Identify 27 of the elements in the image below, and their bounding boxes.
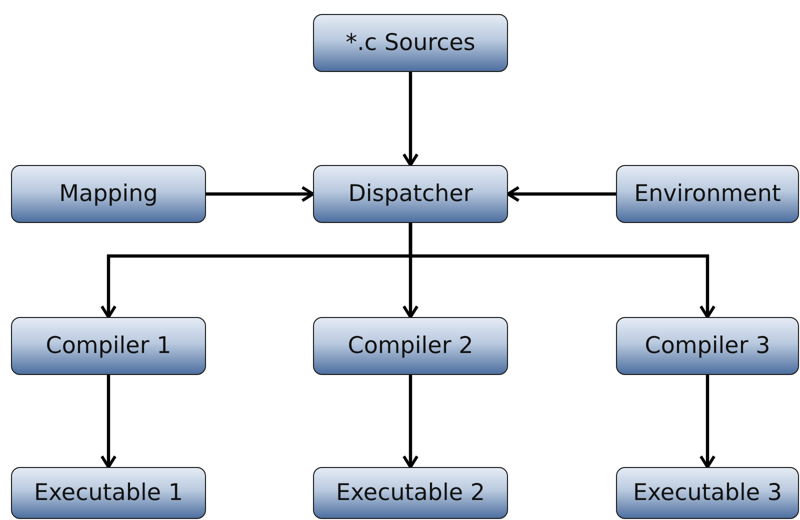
- process-box: [616, 467, 799, 519]
- arrow: [206, 186, 314, 202]
- process-box: [313, 317, 508, 375]
- arrow: [402, 72, 419, 166]
- arrow: [402, 375, 419, 468]
- process-box: [11, 317, 206, 375]
- node-label: Executable 1: [34, 480, 183, 506]
- node-label: Executable 2: [336, 480, 485, 506]
- node-label: Environment: [634, 181, 781, 207]
- node-label: Compiler 1: [46, 333, 172, 359]
- process-box: [313, 165, 508, 223]
- node-label: Compiler 3: [644, 333, 770, 359]
- process-box: [11, 165, 206, 223]
- node-label: *.c Sources: [346, 30, 476, 56]
- node-label: Executable 3: [632, 480, 782, 506]
- arrow: [699, 375, 716, 468]
- arrow: [100, 375, 117, 468]
- node-label: Dispatcher: [348, 181, 473, 207]
- node-label: Mapping: [59, 181, 158, 207]
- process-box: [313, 467, 508, 519]
- process-box: [616, 165, 799, 223]
- process-box: [616, 317, 799, 375]
- process-box: [313, 14, 508, 72]
- process-box: [11, 467, 206, 519]
- node-label: Compiler 2: [348, 333, 474, 359]
- arrow: [408, 223, 716, 318]
- arrow: [506, 186, 616, 202]
